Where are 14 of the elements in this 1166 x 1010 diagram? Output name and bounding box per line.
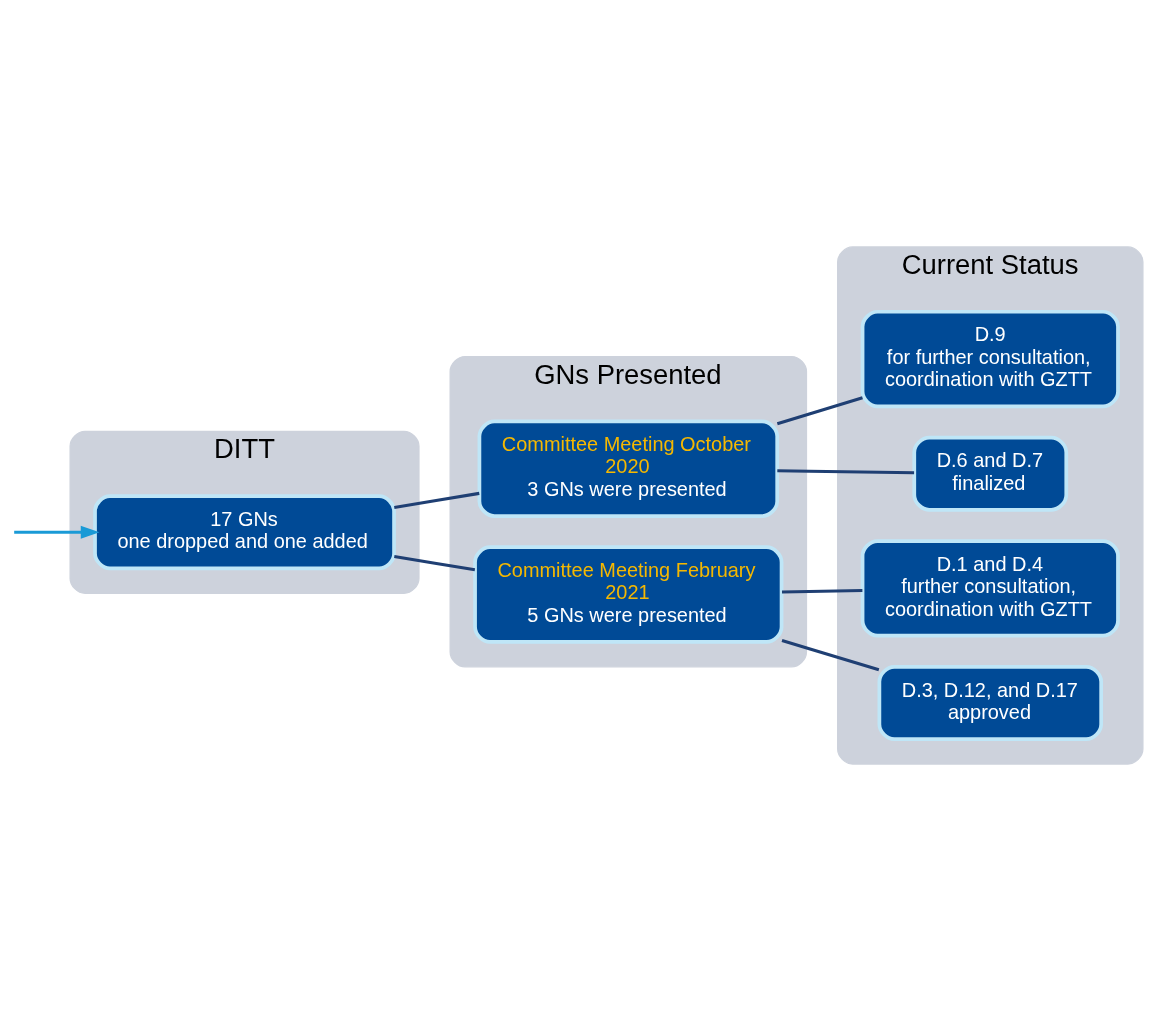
node-box: D.1 and D.4 further consultation, coordination with GZTT — [860, 538, 1120, 638]
arrow — [14, 525, 100, 539]
node-box: Committee Meeting February 2021 5 GNs were presented — [473, 544, 784, 644]
node-box: Committee Meeting October 2020 3 GNs were presented — [477, 419, 780, 518]
node-box: D.3, D.12, and D.17 approved — [877, 664, 1104, 741]
connector — [781, 638, 880, 671]
connector — [781, 588, 863, 593]
node-box: D.6 and D.7 finalized — [912, 435, 1069, 512]
connector — [777, 468, 915, 474]
connector — [394, 491, 480, 509]
node-box: D.9 for further consultation, coordination with GZTT — [860, 309, 1120, 408]
node-box: 17 GNs one dropped and one added — [93, 493, 396, 570]
connector — [776, 395, 863, 425]
connector — [394, 554, 476, 571]
